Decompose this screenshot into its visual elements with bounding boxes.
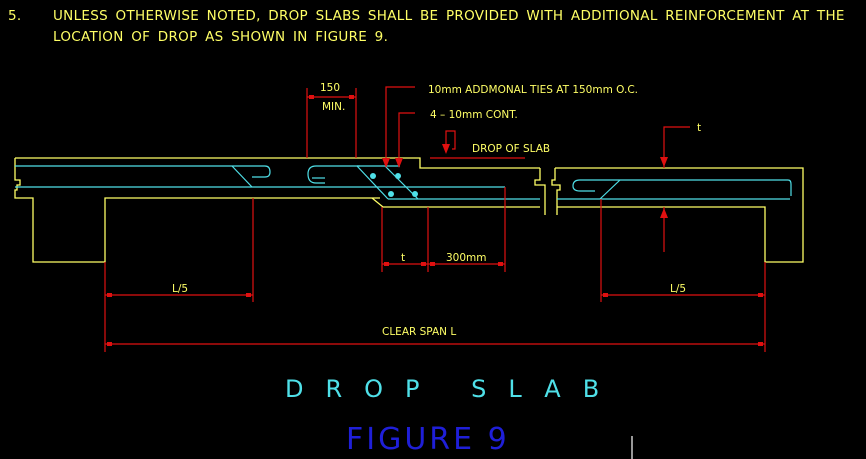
note-line-2: LOCATION OF DROP AS SHOWN IN FIGURE 9.: [53, 29, 389, 45]
drop-of-slab-label: DROP OF SLAB: [472, 143, 550, 155]
note-line-1: UNLESS OTHERWISE NOTED, DROP SLABS SHALL…: [53, 8, 845, 24]
l5-right-label: L/5: [670, 283, 686, 295]
drawing-title: DROP SLAB: [285, 375, 621, 403]
clear-span-label: CLEAR SPAN L: [382, 326, 456, 338]
rebar: [15, 165, 792, 200]
t-dim-label: t: [401, 252, 405, 264]
dim-150-label: 150: [320, 82, 340, 94]
l5-left-label: L/5: [172, 283, 188, 295]
concrete-outline: [14, 157, 804, 263]
dim-300-label: 300mm: [446, 252, 487, 264]
dimension-lines: [104, 86, 766, 352]
arrowheads: [107, 95, 763, 346]
cont-label: 4 – 10mm CONT.: [430, 109, 518, 121]
t-thickness-label: t: [697, 122, 701, 134]
figure-label: FIGURE 9: [346, 422, 510, 457]
note-number: 5.: [8, 8, 22, 24]
ties-label: 10mm ADDMONAL TIES AT 150mm O.C.: [428, 84, 638, 96]
rebar-dots: [370, 173, 418, 197]
dim-min-label: MIN.: [322, 101, 345, 113]
